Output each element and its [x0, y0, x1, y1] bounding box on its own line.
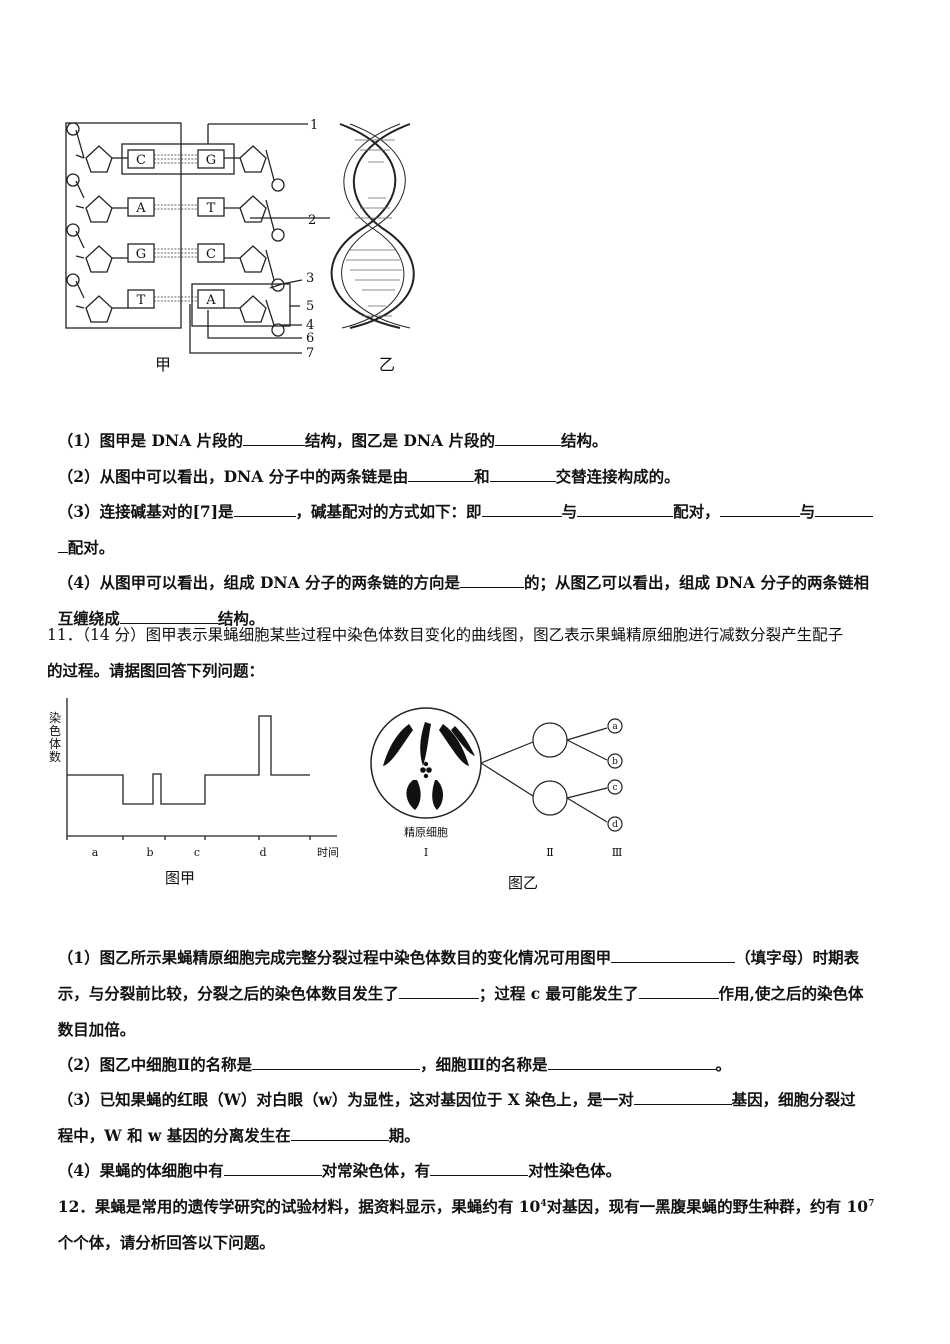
callout-2: 2 [308, 213, 316, 228]
blank[interactable] [494, 431, 561, 446]
left-base-3: G [136, 247, 146, 262]
left-base-2: A [135, 201, 146, 216]
chromosome-curve [67, 715, 310, 805]
x-axis-label: 时间 [317, 846, 339, 859]
q11-head-1: 11．（14 分）图甲表示果蝇细胞某些过程中染色体数目变化的曲线图，图乙表示果蝇… [47, 626, 844, 644]
caption-yi: 乙 [379, 355, 395, 374]
blank[interactable] [611, 948, 736, 963]
cell-label: 精原细胞 [404, 826, 448, 839]
blank[interactable] [633, 1090, 732, 1105]
right-base-4: A [205, 293, 216, 308]
secondary-cell-2 [532, 780, 568, 816]
blank[interactable] [119, 609, 218, 624]
q11-head-2: 的过程。请据图回答下列问题： [47, 661, 265, 680]
tick-c: c [194, 846, 200, 859]
q11-line-4: （2）图乙中细胞Ⅱ的名称是，细胞Ⅲ的名称是。 [57, 1055, 732, 1074]
ylabel-char-4: 数 [49, 749, 61, 764]
q12-line-2: 个个体，请分析回答以下问题。 [57, 1233, 275, 1252]
right-base-2: T [207, 201, 216, 216]
roman-3: Ⅲ [612, 846, 623, 859]
left-base-4: T [137, 293, 146, 308]
gamete-d [607, 816, 623, 832]
left-base-1: C [136, 153, 146, 168]
blank[interactable] [430, 1161, 529, 1176]
blank[interactable] [719, 502, 800, 517]
ylabel-char-3: 体 [49, 737, 61, 751]
chromosome-curve-figure: 染 色 体 数 a b c d 时间 图甲 [49, 698, 339, 887]
q10-line-2: （2）从图中可以看出，DNA 分子中的两条链是由和交替连接构成的。 [57, 467, 680, 486]
exponent: 4 [540, 1198, 547, 1209]
callout-3: 3 [306, 271, 314, 286]
q10-line-5: （4）从图甲可以看出，组成 DNA 分子的两条链的方向是的；从图乙可以看出，组成… [57, 573, 869, 592]
tick-a: a [92, 846, 99, 859]
tick-b: b [146, 846, 153, 859]
gamete-a [607, 718, 623, 734]
callout-1: 1 [310, 118, 318, 133]
tick-d: d [259, 846, 266, 859]
blank[interactable] [57, 538, 68, 553]
axes [66, 698, 337, 837]
callout-4: 4 [306, 318, 314, 333]
chromosomes [383, 722, 475, 810]
blank[interactable] [243, 431, 306, 446]
q10-line-6: 互缠绕成结构。 [57, 609, 265, 628]
callout-6: 6 [306, 331, 314, 346]
exponent: 7 [868, 1198, 875, 1209]
caption-tu-yi: 图乙 [508, 874, 538, 892]
q10-line-1: （1）图甲是 DNA 片段的结构，图乙是 DNA 片段的结构。 [57, 431, 608, 450]
meiosis-figure: a b c d 精原细胞 Ⅰ Ⅱ Ⅲ 图乙 [370, 707, 623, 892]
q11-line-5: （3）已知果蝇的红眼（W）对白眼（w）为显性，这对基因位于 X 染色上，是一对基… [57, 1090, 856, 1109]
secondary-cell-1 [532, 722, 568, 758]
ylabel-char-2: 色 [49, 724, 61, 738]
ylabel-char-1: 染 [49, 710, 61, 725]
q11-line-1: （1）图乙所示果蝇精原细胞完成完整分裂过程中染色体数目的变化情况可用图甲（填字母… [57, 948, 860, 967]
blank[interactable] [233, 502, 296, 517]
q10-line-4: 配对。 [47, 517, 114, 558]
q10-line-3: （3）连接碱基对的[7]是，碱基配对的方式如下：即与配对，与 [47, 481, 874, 522]
blank[interactable] [547, 1055, 716, 1070]
blank[interactable] [223, 1161, 322, 1176]
gamete-c [607, 779, 623, 795]
gamete-label-d: d [612, 820, 618, 830]
blank[interactable] [398, 984, 479, 999]
q11-line-2: 示，与分裂前比较，分裂之后的染色体数目发生了；过程 c 最可能发生了作用,使之后… [57, 984, 864, 1003]
dna-structure-figure: C A G T G T C A 1 2 3 5 4 6 7 甲 乙 [65, 118, 415, 374]
blank[interactable] [481, 502, 562, 517]
caption-tu-jia: 图甲 [165, 869, 195, 887]
roman-1: Ⅰ [424, 846, 428, 859]
roman-2: Ⅱ [546, 846, 553, 859]
blank[interactable] [460, 573, 525, 588]
blank[interactable] [489, 467, 556, 482]
q12-line-1: 12．果蝇是常用的遗传学研究的试验材料，据资料显示，果蝇约有 104对基因，现有… [57, 1197, 875, 1216]
gamete-label-b: b [612, 757, 618, 767]
blank[interactable] [815, 502, 874, 517]
callout-7: 7 [306, 346, 314, 361]
gamete-label-a: a [612, 722, 618, 732]
q11-line-3: 数目加倍。 [57, 1020, 136, 1039]
double-helix [330, 123, 415, 329]
blank[interactable] [252, 1055, 421, 1070]
caption-jia: 甲 [155, 355, 171, 374]
blank[interactable] [408, 467, 475, 482]
right-base-1: G [206, 153, 216, 168]
gamete-b [607, 753, 623, 769]
right-base-3: C [206, 247, 216, 262]
q11-line-6: 程中，W 和 w 基因的分离发生在期。 [57, 1126, 420, 1145]
left-strand-frame [65, 122, 182, 329]
blank[interactable] [290, 1126, 389, 1141]
q11-line-7: （4）果蝇的体细胞中有对常染色体，有对性染色体。 [57, 1161, 622, 1180]
blank[interactable] [638, 984, 719, 999]
blank[interactable] [577, 502, 674, 517]
gamete-label-c: c [612, 783, 617, 793]
callout-5: 5 [306, 299, 314, 314]
